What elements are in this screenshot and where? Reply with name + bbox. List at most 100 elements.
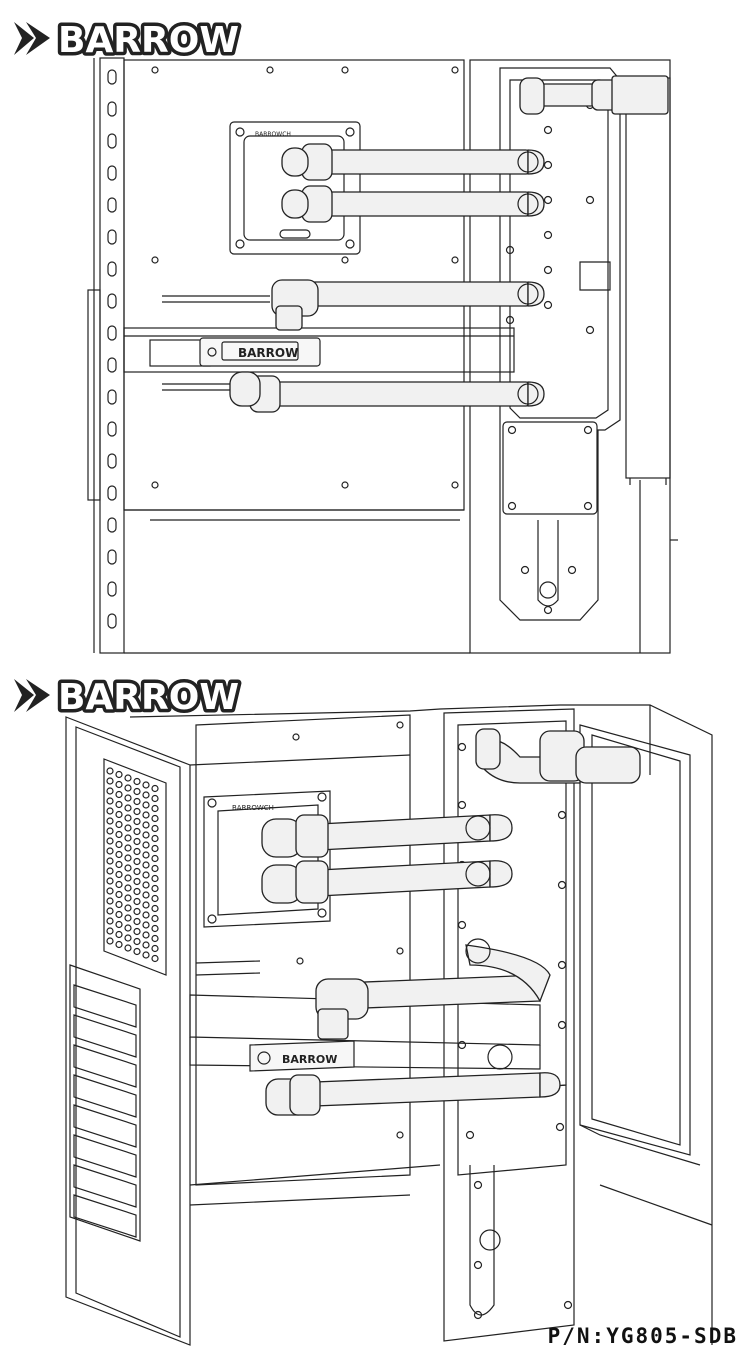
mesh-hole: [124, 784, 132, 792]
mesh-hole: [142, 841, 150, 849]
gpu-bridge-block: [199, 337, 321, 367]
screw: [151, 256, 159, 264]
screw: [457, 920, 467, 930]
iso-tube-1: [261, 814, 513, 858]
mesh-hole: [124, 924, 132, 932]
distro-plate-iso: [443, 708, 575, 1342]
screw: [451, 256, 459, 264]
mesh-hole: [115, 940, 123, 949]
mesh-hole: [106, 807, 114, 815]
screw: [473, 1310, 483, 1320]
tube-1: [281, 143, 545, 181]
mesh-hole: [106, 777, 114, 785]
mesh-hole: [106, 787, 114, 795]
mesh-hole: [151, 944, 159, 953]
distro-ports: [517, 151, 539, 405]
mesh-hole: [151, 934, 159, 943]
distro-ports-iso: [465, 815, 513, 1070]
rail-slot: [107, 197, 117, 213]
mesh-hole: [133, 907, 141, 916]
mesh-hole: [142, 781, 150, 789]
mesh-hole: [142, 911, 150, 919]
brand-logo: BARROW BARROW: [14, 17, 243, 65]
screw: [266, 66, 274, 74]
brand-name-shadow-2: BARROW: [58, 677, 239, 718]
cpu-block-label: BARROWCH: [255, 131, 291, 138]
mesh-hole: [124, 884, 132, 892]
tubing-iso: [261, 728, 641, 1116]
slot-cover: [73, 1194, 137, 1238]
mesh-hole: [124, 794, 132, 802]
chevron-logo-icon: [14, 22, 50, 55]
screw: [465, 1130, 475, 1140]
mesh-hole: [151, 804, 159, 813]
mesh-hole: [106, 877, 114, 885]
screw: [341, 256, 349, 264]
rail-slot: [107, 69, 117, 85]
expansion-slots: [69, 964, 141, 1242]
iso-tube-3: [315, 944, 551, 1040]
screw: [341, 66, 349, 74]
screw: [543, 125, 553, 135]
tube-2: [281, 185, 545, 223]
rail-slot: [107, 485, 117, 501]
isometric-view-diagram: BARROW BARROW: [14, 674, 713, 1346]
mesh-hole: [106, 887, 114, 895]
mesh-hole: [106, 767, 114, 775]
mesh-hole: [151, 954, 159, 963]
screw: [341, 481, 349, 489]
mesh-hole: [142, 951, 150, 959]
mesh-hole: [151, 814, 159, 823]
mesh-hole: [151, 834, 159, 843]
rail-slot: [107, 133, 117, 149]
mesh-hole: [133, 807, 141, 816]
mesh-hole: [124, 894, 132, 902]
mesh-hole: [151, 924, 159, 933]
screw: [473, 1180, 483, 1190]
mesh-hole: [133, 927, 141, 936]
mesh-hole: [142, 921, 150, 929]
brand-name-2: BARROW: [58, 677, 239, 718]
mesh-hole: [133, 867, 141, 876]
screw: [543, 605, 553, 615]
bridge-block-label-iso: BARROW: [282, 1053, 337, 1066]
iso-tube-4: [265, 1072, 561, 1116]
mesh-hole: [142, 931, 150, 939]
front-mesh: [103, 758, 167, 976]
rail-slot: [107, 229, 117, 245]
mesh-hole: [133, 817, 141, 826]
mesh-hole: [115, 910, 123, 919]
screw: [557, 880, 567, 890]
mesh-hole: [124, 944, 132, 952]
screw: [151, 481, 159, 489]
rail-slot: [107, 101, 117, 117]
mesh-hole: [115, 850, 123, 859]
mesh-hole: [151, 784, 159, 793]
brand-name-shadow: BARROW: [58, 20, 239, 61]
screw: [543, 160, 553, 170]
mesh-hole: [106, 817, 114, 825]
mesh-hole: [124, 844, 132, 852]
mesh-hole: [133, 917, 141, 926]
screw: [507, 425, 517, 435]
cpu-block-label-iso: BARROWCH: [232, 804, 274, 812]
tube-3: [271, 279, 545, 331]
screw: [543, 195, 553, 205]
mesh-hole: [115, 870, 123, 879]
mesh-hole: [106, 927, 114, 935]
mesh-hole: [115, 790, 123, 799]
mesh-hole: [142, 831, 150, 839]
front-view-diagram: BARROW BARROW: [14, 17, 678, 654]
rail-slot: [107, 261, 117, 277]
screw: [563, 1300, 573, 1310]
mesh-hole: [115, 820, 123, 829]
screw: [520, 565, 530, 575]
chassis-right-panel: [469, 59, 678, 654]
mesh-hole: [142, 891, 150, 899]
mesh-hole: [115, 890, 123, 899]
mesh-hole: [142, 881, 150, 889]
slot-cover: [73, 1134, 137, 1178]
mesh-hole: [133, 787, 141, 796]
mesh-hole: [115, 810, 123, 819]
mesh-hole: [142, 941, 150, 949]
